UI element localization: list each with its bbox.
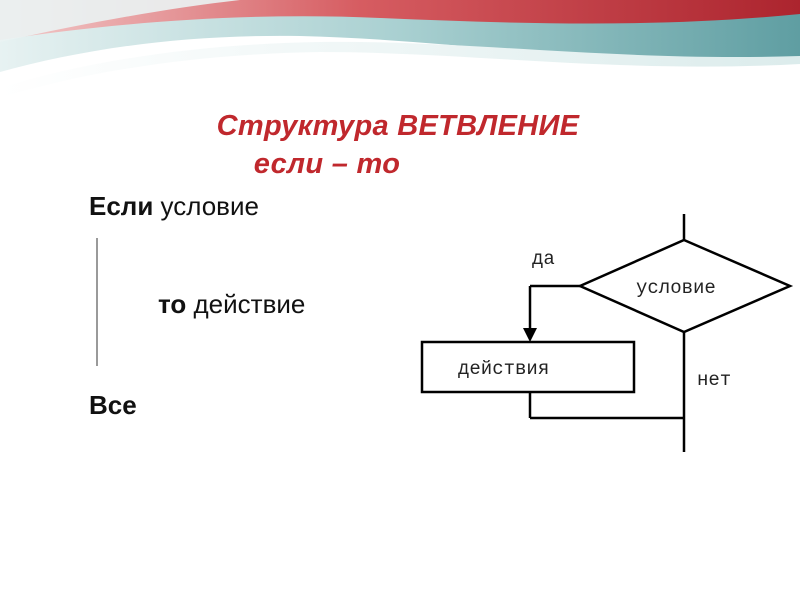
no-label: нет [697, 369, 731, 391]
if-keyword: Если [89, 191, 154, 221]
pseudocode-then-line: то действие [158, 289, 305, 320]
arrowhead-icon [523, 328, 537, 342]
yes-label: да [532, 248, 555, 270]
wave-light [0, 41, 800, 98]
then-keyword: то [158, 289, 187, 319]
slide-subtitle: если – то [253, 148, 401, 180]
block-bracket-line [96, 238, 98, 366]
condition-word: условие [153, 191, 259, 221]
pseudocode-if-line: Если условие [89, 191, 259, 222]
wave-pale [0, 0, 240, 42]
condition-label: условие [636, 277, 716, 299]
action-word: действие [186, 289, 306, 319]
action-box [420, 340, 636, 394]
slide-title: Структура ВЕТВЛЕНИЕ [216, 110, 580, 142]
header-wave-decoration [0, 0, 800, 98]
pseudocode-end-keyword: Все [89, 390, 137, 420]
action-label: действия [458, 358, 549, 380]
wave-red [0, 0, 800, 40]
